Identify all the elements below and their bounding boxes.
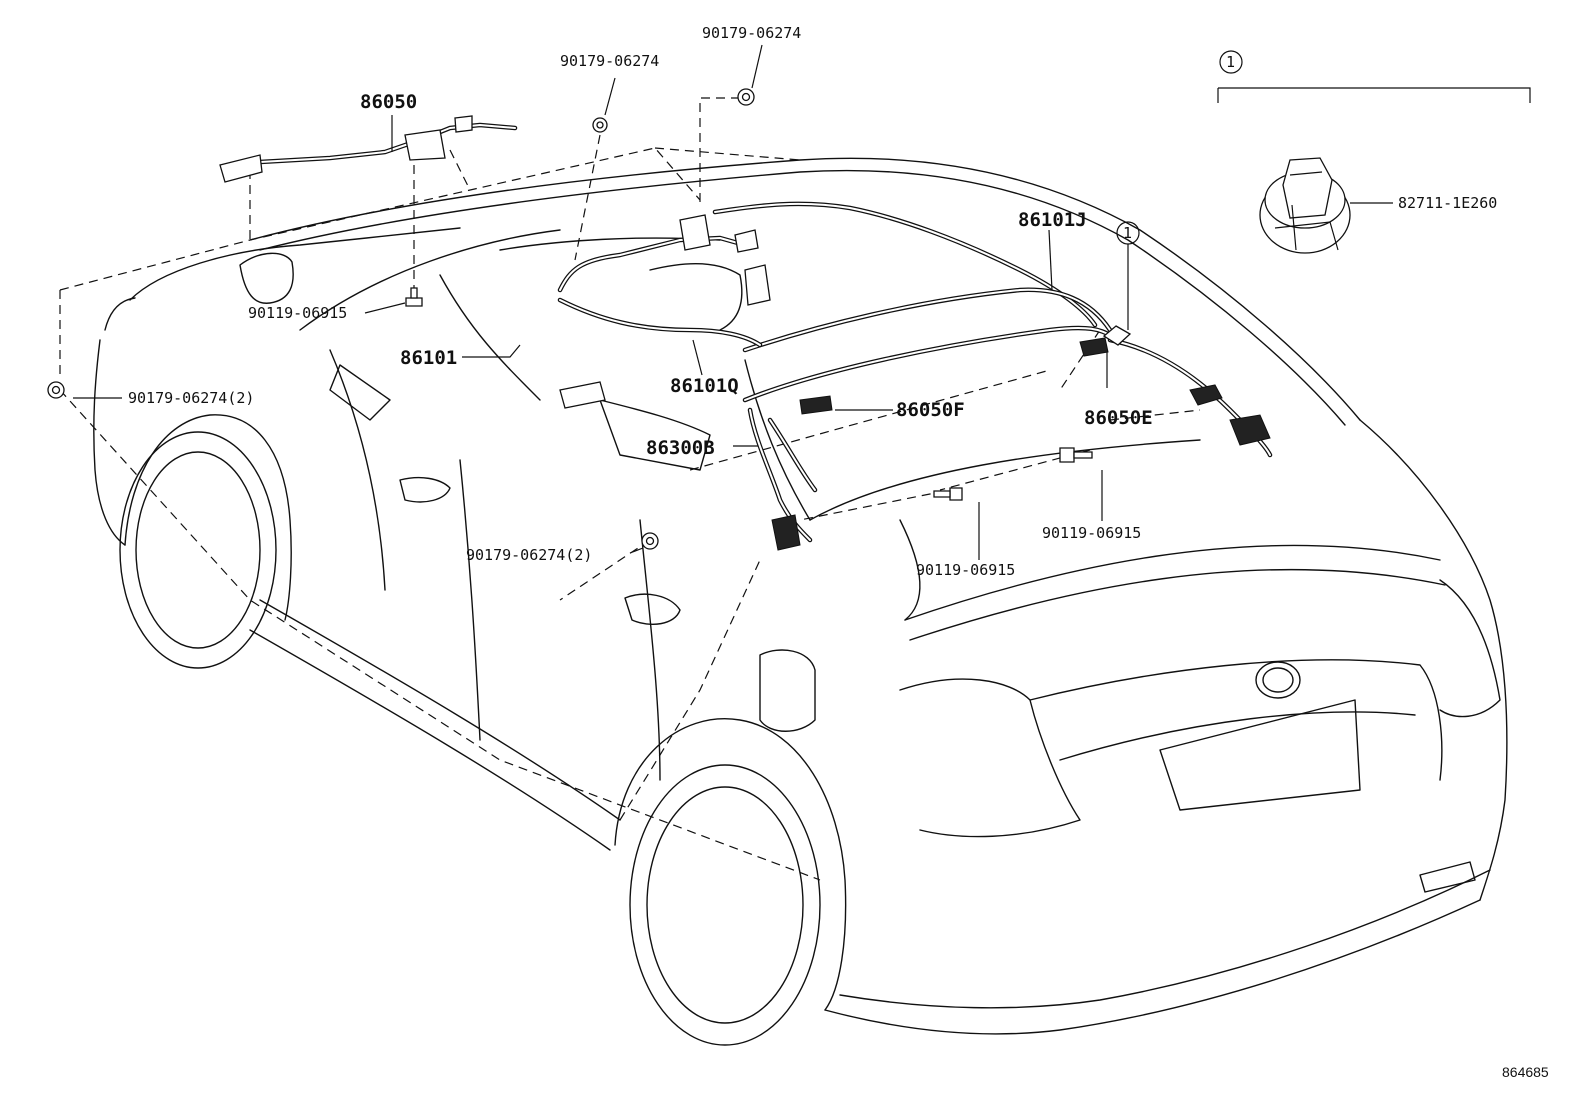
callout-90119-center: 90119-06915 [916,561,1015,579]
bolt-90119-right [1059,447,1093,463]
callout-86101j: 86101J [1018,209,1087,231]
car-body-outline [93,157,1508,1046]
callout-90179-left: 90179-06274(2) [128,389,254,407]
callout-86101: 86101 [400,347,457,369]
callout-90179-top-left: 90179-06274 [560,52,659,70]
callout-90179-top-right: 90179-06274 [702,24,801,42]
drawing-number: 864685 [1502,1064,1549,1080]
wire-harness-86101-86101q [557,214,771,409]
callout-labels: 86050 90179-06274 90179-06274 90119-0691… [128,24,1549,1080]
callout-82711: 82711-1E260 [1398,194,1497,212]
roof-marker-label: 1 [1123,224,1132,242]
callout-90119-right: 90119-06915 [1042,524,1141,542]
assembly-dashed-lines [59,97,1201,881]
bolt-90119-center [933,487,963,501]
callout-86101q: 86101Q [670,375,739,397]
callout-86050: 86050 [360,91,417,113]
callout-90119-upper: 90119-06915 [248,304,347,322]
wire-harness-86101j [712,201,1273,458]
clip-90179-center [641,532,659,550]
clip-90179-top-right [737,88,755,106]
clip-90179-left [47,381,65,399]
leader-lines [73,44,1393,560]
clamp-82711-icon [1259,157,1351,254]
callout-86050f: 86050F [896,399,965,421]
callout-90179-center: 90179-06274(2) [466,546,592,564]
wire-harness-86300b [747,395,833,551]
detail-inset [1217,50,1531,254]
detail-marker-circle [1219,50,1243,74]
detail-marker-label: 1 [1226,53,1235,71]
bolt-90119-upper [405,287,423,307]
callout-86050e: 86050E [1084,407,1153,429]
wire-harness-86050 [219,115,518,183]
clip-90179-top-left [592,117,608,133]
callout-86300b: 86300B [646,437,715,459]
